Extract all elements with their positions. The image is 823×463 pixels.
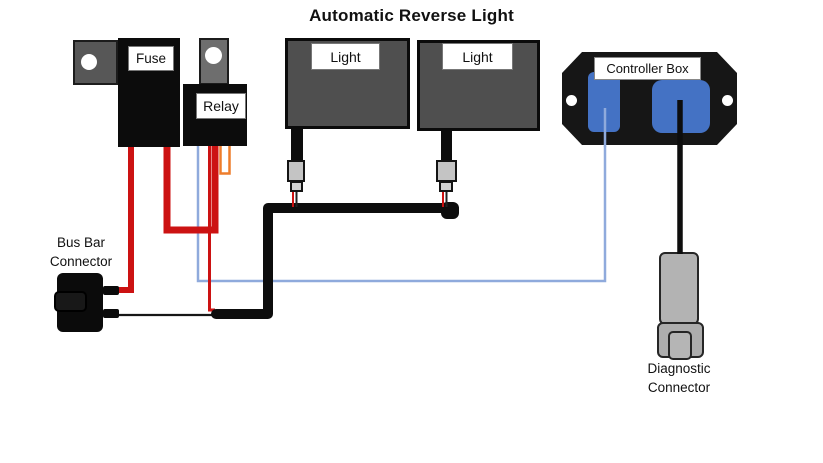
diagram-title: Automatic Reverse Light — [309, 6, 514, 25]
right-light-stub — [441, 128, 452, 162]
red-wire-fuse-to-busbar — [117, 140, 134, 293]
controller-hole-left — [566, 95, 577, 106]
relay-body: Relay — [183, 84, 247, 146]
fuse-label-text: Fuse — [135, 51, 166, 66]
busbar-side-lug — [54, 291, 87, 312]
busbar-caption-line1: Bus Bar — [56, 235, 106, 250]
right-light-connector-tip — [439, 181, 453, 192]
relay-mount-tab — [199, 38, 229, 85]
fuse-label: Fuse — [128, 46, 174, 71]
busbar-terminal-bottom — [103, 309, 119, 318]
right-light-label-text: Light — [462, 48, 493, 65]
diagnostic-plug-tip — [668, 331, 692, 360]
left-light-connector-tip — [290, 181, 303, 192]
relay-tab-hole — [205, 47, 222, 64]
relay-label: Relay — [196, 93, 246, 119]
diagnostic-caption-line2: Connector — [647, 379, 711, 395]
right-light: Light — [417, 40, 540, 131]
busbar-caption-line2: Connector — [49, 254, 113, 269]
controller-port-left — [588, 72, 620, 132]
controller-box-label: Controller Box — [594, 57, 701, 80]
busbar-caption: Bus Bar Connector — [29, 233, 133, 271]
fuse-tab-hole — [81, 54, 97, 70]
left-light: Light — [285, 38, 410, 129]
left-light-label: Light — [311, 43, 380, 70]
relay-label-text: Relay — [203, 98, 239, 114]
red-wire-fuse-to-relay — [163, 140, 219, 234]
controller-hole-right — [722, 95, 733, 106]
right-light-label: Light — [442, 43, 513, 70]
left-light-label-text: Light — [330, 48, 361, 65]
signal-wire-relay-to-controller — [196, 140, 607, 283]
fuse-body: Fuse — [118, 38, 180, 147]
controller-box-label-text: Controller Box — [606, 61, 689, 76]
black-harness-wire — [211, 203, 454, 319]
diagnostic-caption-line1: Diagnostic — [647, 361, 711, 376]
orange-jumper-wire-icon — [219, 140, 231, 175]
fuse-mount-tab — [73, 40, 118, 85]
left-light-stub — [291, 126, 303, 162]
diagnostic-caption: Diagnostic Connector — [629, 360, 729, 397]
busbar-terminal-top — [103, 286, 119, 295]
